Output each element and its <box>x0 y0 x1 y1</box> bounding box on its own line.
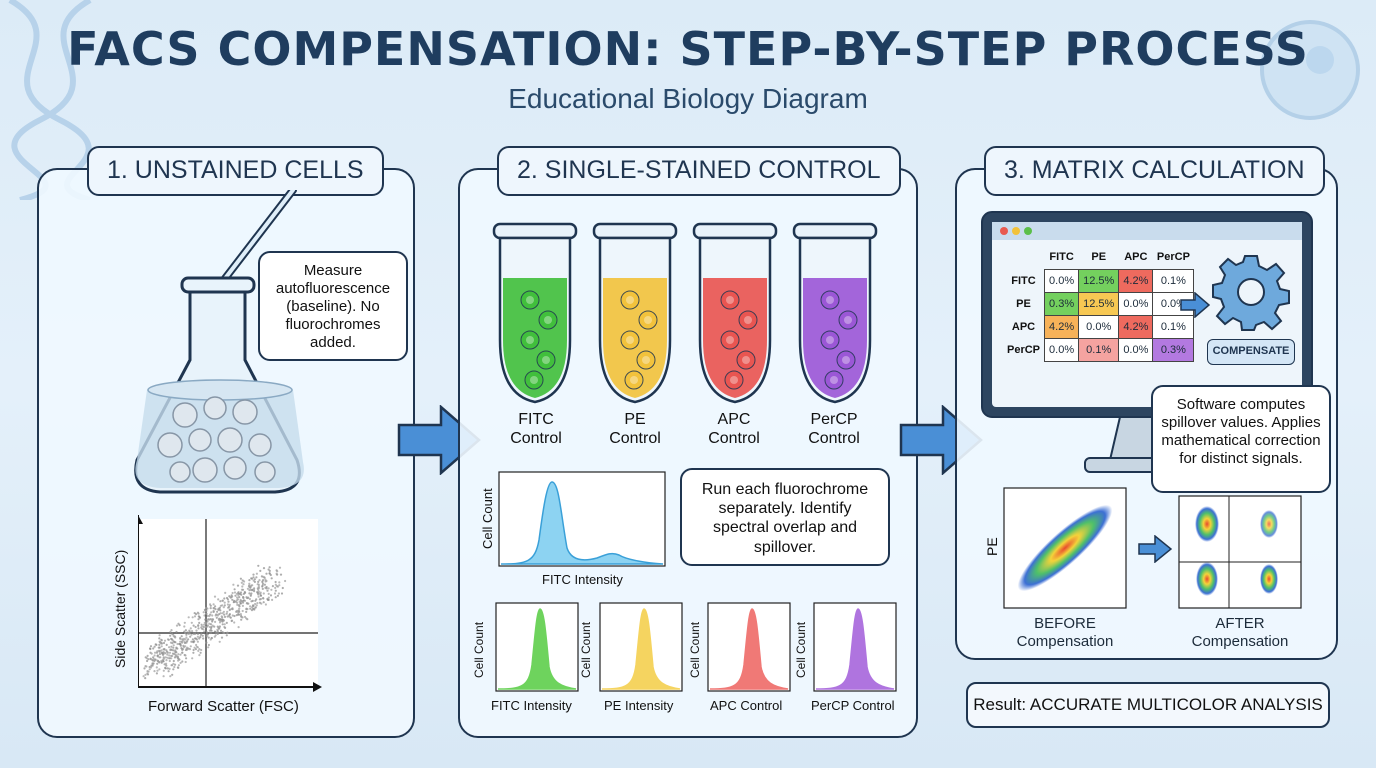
fsc-axis-label: Forward Scatter (FSC) <box>148 698 299 715</box>
main-hist-xlabel: FITC Intensity <box>542 572 623 587</box>
small-hist-ylabel-1: Cell Count <box>472 621 486 678</box>
small-hist-xlabel-2: PE Intensity <box>604 698 674 713</box>
matrix-cell: 0.3% <box>1152 337 1195 362</box>
matrix-row-header: PerCP <box>1007 343 1041 356</box>
matrix-cell: 12.5% <box>1078 268 1120 293</box>
matrix-row-header: APC <box>1011 320 1036 333</box>
callout-unstained: Measure autofluorescence (baseline). No … <box>258 251 408 361</box>
matrix-row-header: FITC <box>1011 274 1036 287</box>
page-title: FACS COMPENSATION: STEP-BY-STEP PROCESS <box>67 22 1309 76</box>
matrix-col-header: FITC <box>1049 251 1074 264</box>
result-banner: Result: ACCURATE MULTICOLOR ANALYSIS <box>966 682 1330 728</box>
matrix-cell: 0.3% <box>1044 291 1080 316</box>
panel-title-matrix: 3. MATRIX CALCULATION <box>984 146 1325 196</box>
matrix-cell: 0.0% <box>1118 291 1154 316</box>
small-hist-ylabel-2: Cell Count <box>579 621 593 678</box>
small-hist-ylabel-3: Cell Count <box>688 621 702 678</box>
matrix-col-header: PE <box>1091 251 1107 264</box>
compensate-button[interactable]: COMPENSATE <box>1207 339 1295 365</box>
callout-single-stained: Run each fluorochrome separately. Identi… <box>680 468 890 566</box>
panel-title-unstained: 1. UNSTAINED CELLS <box>87 146 384 196</box>
matrix-row-header: PE <box>1016 297 1031 310</box>
matrix-cell: 4.2% <box>1044 314 1080 339</box>
matrix-cell: 0.0% <box>1044 337 1080 362</box>
ssc-axis-label: Side Scatter (SSC) <box>112 549 128 668</box>
matrix-cell: 0.1% <box>1152 314 1195 339</box>
small-hist-ylabel-4: Cell Count <box>794 621 808 678</box>
matrix-col-header: PerCP <box>1156 251 1190 264</box>
small-hist-xlabel-4: PerCP Control <box>811 698 895 713</box>
panel-title-single-stained: 2. SINGLE-STAINED CONTROL <box>497 146 901 196</box>
matrix-cell: 0.1% <box>1078 337 1120 362</box>
matrix-cell: 12.5% <box>1078 291 1120 316</box>
callout-matrix: Software computes spillover values. Appl… <box>1151 385 1331 493</box>
small-hist-xlabel-3: APC Control <box>710 698 783 713</box>
main-hist-ylabel: Cell Count <box>480 488 495 549</box>
small-hist-xlabel-1: FITC Intensity <box>491 698 572 713</box>
matrix-cell: 0.0% <box>1118 337 1154 362</box>
matrix-col-header: APC <box>1124 251 1148 264</box>
matrix-cell: 4.2% <box>1118 314 1154 339</box>
before-plot-ylabel: PE <box>984 537 1000 556</box>
matrix-row: FITC 0.0%12.5%4.2%0.1% <box>1003 268 1195 293</box>
matrix-cell: 0.1% <box>1152 268 1195 293</box>
matrix-cell: 4.2% <box>1118 268 1154 293</box>
matrix-cell: 0.0% <box>1152 291 1195 316</box>
matrix-cell: 0.0% <box>1078 314 1120 339</box>
page-subtitle: Educational Biology Diagram <box>508 83 868 114</box>
matrix-cell: 0.0% <box>1044 268 1080 293</box>
